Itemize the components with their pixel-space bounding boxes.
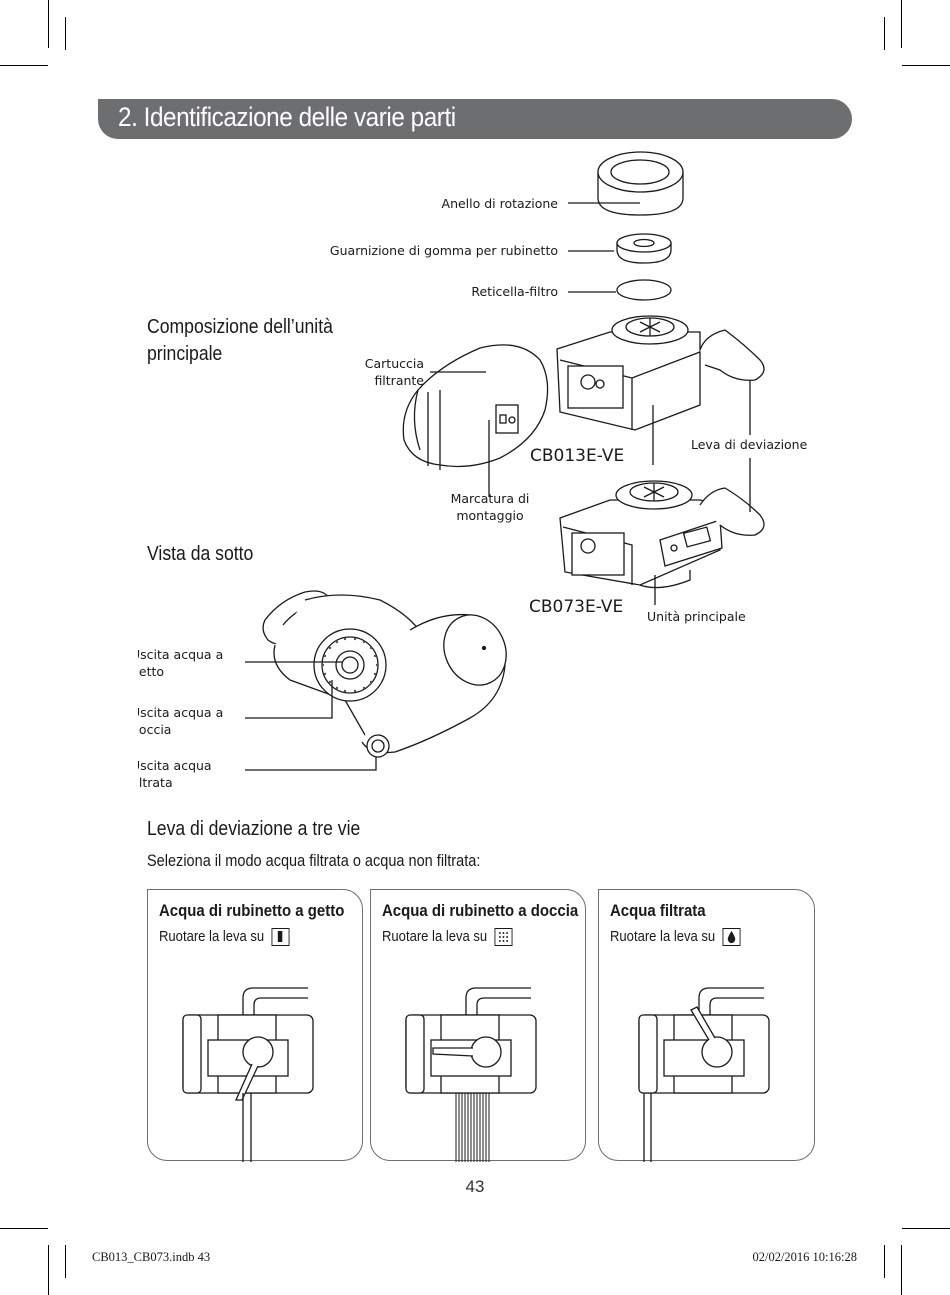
water-drop-icon [722,928,741,946]
lever-section-title: Leva di deviazione a tre vie [147,818,361,840]
crop-mark [48,1245,49,1295]
filter-cartridge-label: Cartuccia filtrante [365,355,424,389]
crop-mark [884,17,885,50]
crop-mark [48,0,49,48]
model-cb073-label: CB073E-VE [529,597,624,617]
jet-outlet-label-line1: Uscita acqua a [138,647,224,662]
mode-card-jet: Acqua di rubinetto a getto Ruotare la le… [147,889,363,1162]
filter-cartridge-label-line2: filtrante [374,373,424,388]
mounting-mark-label: Marcatura di montaggio [440,490,540,524]
shower-outlet-label: Uscita acqua a doccia [138,704,245,738]
footer-file: CB013_CB073.indb 43 [92,1250,211,1264]
shower-holes [321,637,379,693]
filtered-outlet-label: Uscita acqua filtrata [138,757,245,791]
lever-jet-drawing [182,987,314,1162]
mode-card-instruction-text: Ruotare la leva su [382,929,488,945]
crop-mark [65,1245,66,1278]
lever-filtered-drawing [638,987,770,1162]
filter-mesh-label: Reticella-filtro [471,284,558,299]
main-unit-cb013-drawing [556,315,765,431]
filtered-outlet-label-line2: filtrata [138,775,173,790]
main-unit-cb073-drawing [559,480,765,589]
mounting-mark-label-line1: Marcatura di [450,491,530,506]
rubber-gasket-drawing [616,233,672,264]
filtered-outlet-label-line1: Uscita acqua [138,758,212,773]
mode-card-instruction: Ruotare la leva su [610,928,741,946]
main-unit-title: Composizione dell’unità [147,316,333,338]
section-header-title: 2. Identificazione delle varie parti [118,102,456,132]
rubber-gasket-label: Guarnizione di gomma per rubinetto [329,243,558,258]
bottom-view-drawing [262,590,507,758]
lever-shower-drawing [405,987,537,1162]
mode-card-title: Acqua di rubinetto a doccia [382,901,579,920]
mode-card-instruction: Ruotare la leva su [382,928,513,946]
jet-outlet-label-line2: getto [138,664,165,679]
crop-mark [902,65,950,66]
bottom-view-title: Vista da sotto [147,543,254,565]
filter-cartridge-label-line1: Cartuccia [364,356,424,371]
crop-mark [0,65,48,66]
diverter-lever-label: Leva di deviazione [691,437,808,452]
crop-mark [0,1228,48,1229]
rotation-ring-drawing [597,151,684,216]
filter-cartridge-drawing [402,344,549,470]
mounting-mark-label-line2: montaggio [456,508,524,523]
main-unit-label: Unità principale [647,609,746,624]
crop-mark [902,1228,950,1229]
section-header: 2. Identificazione delle varie parti [98,99,852,139]
crop-mark [901,1245,902,1295]
mode-card-title: Acqua filtrata [610,901,706,920]
crop-mark [901,0,902,48]
model-cb013-label: CB013E-VE [530,446,625,466]
jet-outlet-label: Uscita acqua a getto [138,646,245,680]
mode-card-filtered: Acqua filtrata Ruotare la leva su [598,889,815,1162]
main-unit-title-line2: principale [147,343,223,365]
mode-card-instruction: Ruotare la leva su [159,928,290,946]
page-number: 43 [465,1177,485,1196]
crop-mark [65,17,66,50]
filter-mesh-drawing [616,279,672,301]
mode-card-title: Acqua di rubinetto a getto [159,901,345,920]
mode-card-instruction-text: Ruotare la leva su [610,929,716,945]
crop-mark [884,1245,885,1278]
shower-outlet-label-line1: Uscita acqua a [138,705,224,720]
jet-stream-icon [271,928,290,946]
shower-dots-icon [494,928,513,946]
shower-outlet-label-line2: doccia [138,722,172,737]
lever-section-subtitle: Seleziona il modo acqua filtrata o acqua… [147,852,481,870]
footer-timestamp: 02/02/2016 10:16:28 [752,1250,857,1264]
mode-card-shower: Acqua di rubinetto a doccia Ruotare la l… [370,889,586,1162]
mode-card-instruction-text: Ruotare la leva su [159,929,265,945]
rotation-ring-label: Anello di rotazione [441,196,558,211]
